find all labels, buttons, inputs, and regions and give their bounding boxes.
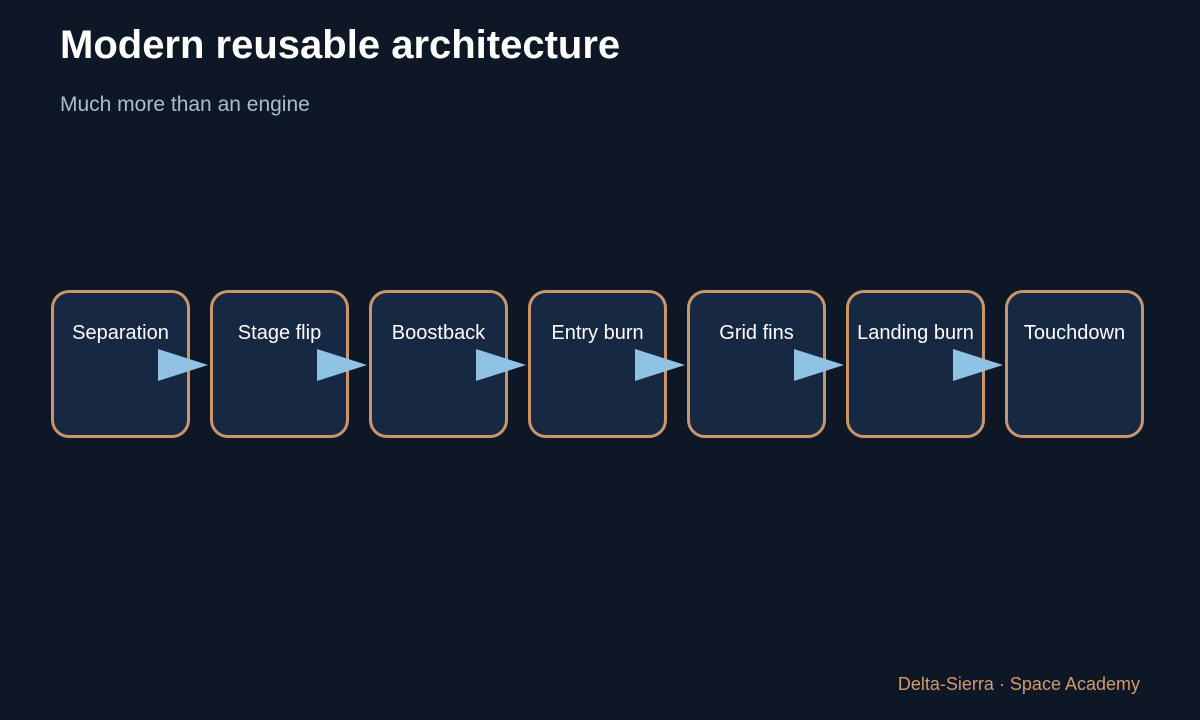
flow-step-label: Separation [72,322,169,344]
flow-step-box: Separation [51,290,190,438]
flow-step-box: Grid fins [687,290,826,438]
flow-step-label: Boostback [391,322,486,344]
flow-step-box: Landing burn [846,290,985,438]
flow-step-label: Grid fins [719,322,794,344]
flow-step-box: Boostback [369,290,508,438]
flow-step-label: Stage flip [237,322,322,344]
slide-title: Modern reusable architecture [60,23,621,67]
flow-step-box: Touchdown [1005,290,1144,438]
flow-step-label: Landing burn [857,322,974,344]
footer-credit: Delta-Sierra · Space Academy [897,674,1140,694]
slide-subtitle: Much more than an engine [60,93,310,116]
flow-step-label: Touchdown [1023,322,1126,344]
flow-step-label: Entry burn [551,322,644,344]
flow-step-box: Stage flip [210,290,349,438]
flow-step-box: Entry burn [528,290,667,438]
